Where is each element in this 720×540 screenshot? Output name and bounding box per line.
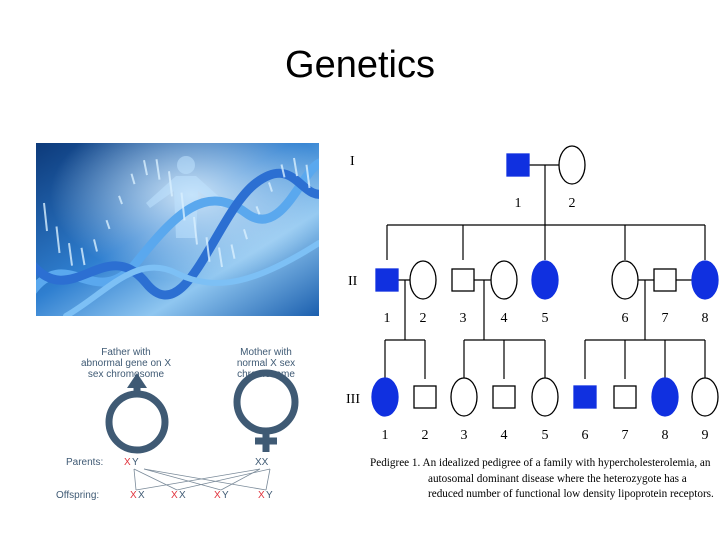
unaffected-female-circle <box>409 260 437 300</box>
individual-number: 7 <box>622 428 629 443</box>
individual-number: 3 <box>461 428 468 443</box>
helix-rung <box>93 239 98 252</box>
offspring-first-allele: X <box>130 490 137 501</box>
helix-rung <box>205 237 211 262</box>
helix-strand-c <box>63 240 319 316</box>
helix-rung <box>80 247 86 266</box>
individual-number: 8 <box>702 311 709 326</box>
unaffected-male-square <box>413 385 437 409</box>
helix-rung <box>168 171 173 197</box>
helix-rung <box>43 202 48 232</box>
helix-rung <box>255 206 261 215</box>
offspring-first-allele: X <box>258 490 265 501</box>
x-linked-inheritance-diagram: Father with abnormal gene on X sex chrom… <box>56 347 299 501</box>
individual-number: 9 <box>702 428 709 443</box>
parents-label: Parents: <box>66 457 103 468</box>
pedigree-individuals: 1 2 1 2 3 4 5 6 7 8 1 2 3 4 5 6 7 8 9 <box>371 145 719 443</box>
father-caption-line: sex chromosome <box>88 369 165 380</box>
unaffected-female-circle <box>531 377 559 417</box>
individual-number: 6 <box>582 428 589 443</box>
helix-rung <box>68 242 73 266</box>
caption-line: reduced number of functional low density… <box>428 488 714 500</box>
affected-female-circle <box>651 377 679 417</box>
unaffected-female-circle <box>691 377 719 417</box>
individual-number: 5 <box>542 311 549 326</box>
affected-female-circle <box>371 377 399 417</box>
affected-female-circle <box>531 260 559 300</box>
individual-number: 1 <box>515 196 522 211</box>
individual-number: 2 <box>420 311 427 326</box>
helix-rung <box>130 173 136 185</box>
helix-rung <box>230 244 236 259</box>
individual-number: 6 <box>622 311 629 326</box>
father-caption-line: abnormal gene on X <box>81 358 171 369</box>
affected-male-square <box>506 153 530 177</box>
offspring-second-allele: X <box>179 490 186 501</box>
pedigree-caption: Pedigree 1. An idealized pedigree of a f… <box>370 456 716 503</box>
generation-label: I <box>350 154 355 169</box>
unaffected-male-square <box>492 385 516 409</box>
female-symbol-icon <box>233 369 299 452</box>
helix-rung <box>155 159 161 180</box>
father-y-allele: Y <box>132 457 139 468</box>
generation-label: III <box>346 392 360 407</box>
individual-number: 8 <box>662 428 669 443</box>
helix-rung <box>218 247 223 268</box>
unaffected-female-circle <box>611 260 639 300</box>
individual-number: 7 <box>662 311 669 326</box>
individual-number: 2 <box>569 196 576 211</box>
unaffected-male-square <box>451 268 475 292</box>
individual-number: 2 <box>422 428 429 443</box>
helix-rung <box>143 159 148 176</box>
offspring-first-allele: X <box>214 490 221 501</box>
helix-rung <box>55 226 61 254</box>
helix-rung <box>268 182 273 192</box>
affected-female-circle <box>691 260 719 300</box>
page-title: Genetics <box>285 44 435 86</box>
unaffected-male-square <box>653 268 677 292</box>
individual-number: 4 <box>501 428 508 443</box>
affected-male-square <box>375 268 399 292</box>
unaffected-female-circle <box>490 260 518 300</box>
helix-rung <box>293 157 298 177</box>
male-symbol-icon <box>105 384 169 454</box>
helix-rung <box>180 192 186 221</box>
mother-caption-line: Mother with <box>240 347 292 358</box>
offspring-second-allele: Y <box>222 490 229 501</box>
helix-rung <box>243 229 248 240</box>
individual-number: 5 <box>542 428 549 443</box>
affected-male-square <box>573 385 597 409</box>
helix-rung <box>118 195 123 205</box>
generation-label: II <box>348 274 358 289</box>
caption-line: autosomal dominant disease where the het… <box>428 472 687 485</box>
helix-rung <box>105 219 111 230</box>
offspring-second-allele: Y <box>266 490 273 501</box>
male-arrowhead <box>127 373 147 388</box>
cross-lines <box>133 468 271 491</box>
father-caption-line: Father with <box>101 347 150 358</box>
individual-number: 3 <box>460 311 467 326</box>
caption-line: Pedigree 1. An idealized pedigree of a f… <box>370 457 711 469</box>
helix-rungs <box>43 157 311 268</box>
helix-rung <box>280 164 286 178</box>
mother-genotype: XX <box>255 457 269 468</box>
offspring-second-allele: X <box>138 490 145 501</box>
helix-rung <box>193 216 198 245</box>
dna-helix-image <box>36 143 319 316</box>
individual-number: 4 <box>501 311 508 326</box>
individual-number: 1 <box>384 311 391 326</box>
pedigree-chart: I II III 1 2 1 2 3 4 5 6 7 8 1 2 3 4 5 6 7 8 9 <box>346 145 719 443</box>
helix-rung <box>305 164 311 189</box>
unaffected-female-circle <box>450 377 478 417</box>
father-x-allele: X <box>124 457 131 468</box>
unaffected-male-square <box>613 385 637 409</box>
unaffected-female-circle <box>558 145 586 185</box>
offspring-first-allele: X <box>171 490 178 501</box>
mother-caption-line: normal X sex <box>237 358 295 369</box>
offspring-label: Offspring: <box>56 490 99 501</box>
individual-number: 1 <box>382 428 389 443</box>
